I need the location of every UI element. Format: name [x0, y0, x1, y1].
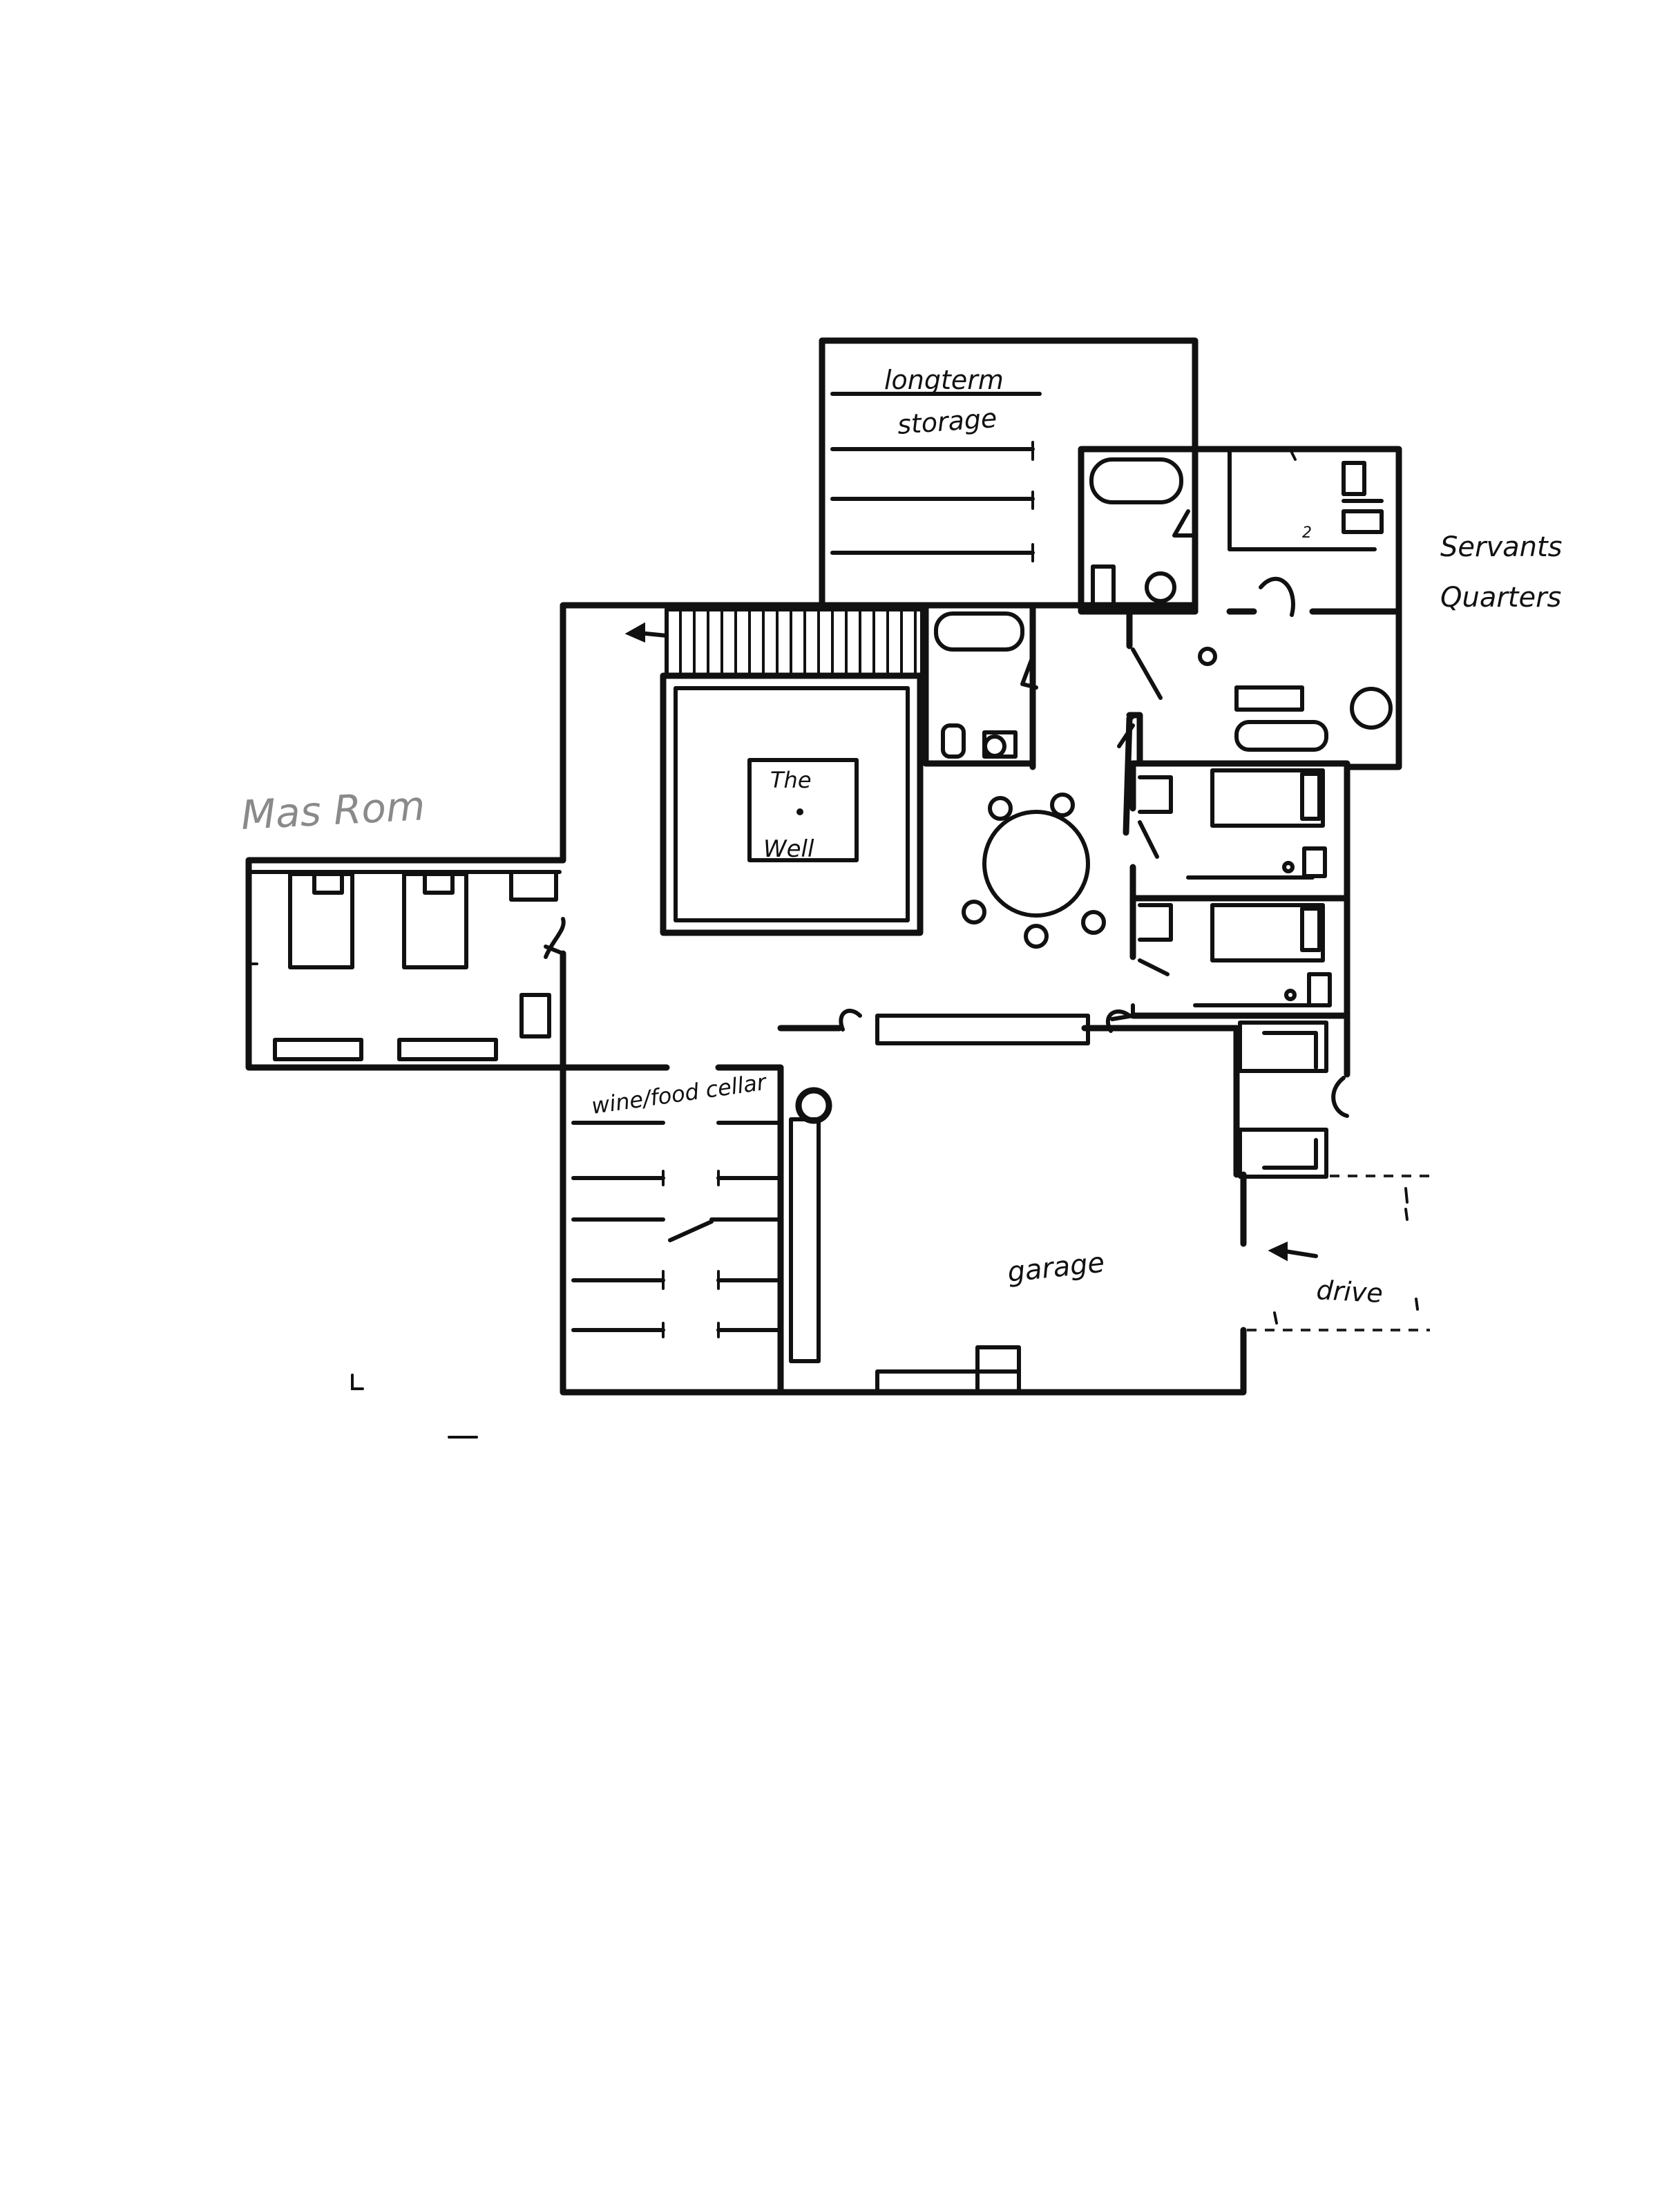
cellar-label: wine/food cellar [590, 1069, 769, 1119]
driveway: drive [1247, 1175, 1430, 1331]
servants-label-line1: Servants [1440, 531, 1563, 563]
dining-table [962, 793, 1106, 949]
stray-mark [351, 1374, 364, 1390]
the-well-courtyard: The Well [660, 672, 924, 936]
central-bathroom [922, 602, 1036, 767]
drive-label: drive [1316, 1275, 1384, 1309]
arrow-left-icon [1268, 1241, 1288, 1262]
arrow-left-icon [624, 622, 669, 643]
servant-bedrooms [1110, 760, 1350, 1023]
garage: garage [777, 1008, 1247, 1396]
well-label-line1: The [770, 767, 812, 793]
storage-label-line1: longterm [884, 365, 1004, 395]
storage-label-line2: storage [897, 403, 998, 440]
room-number: 2 [1302, 524, 1312, 542]
longterm-storage-room: longterm storage [819, 337, 1199, 609]
mens-room: Mas Rom [240, 782, 566, 1071]
well-label-line2: Well [763, 835, 814, 863]
servants-label-line2: Quarters [1440, 582, 1561, 614]
garage-label: garage [1006, 1246, 1106, 1288]
servants-quarters: 2 [1078, 446, 1402, 770]
central-hall [560, 602, 1133, 1067]
wine-food-cellar: wine/food cellar [560, 1064, 784, 1396]
staircase [665, 607, 924, 677]
mens-room-label: Mas Rom [240, 782, 426, 839]
garage-entry-closet [1238, 1012, 1350, 1179]
